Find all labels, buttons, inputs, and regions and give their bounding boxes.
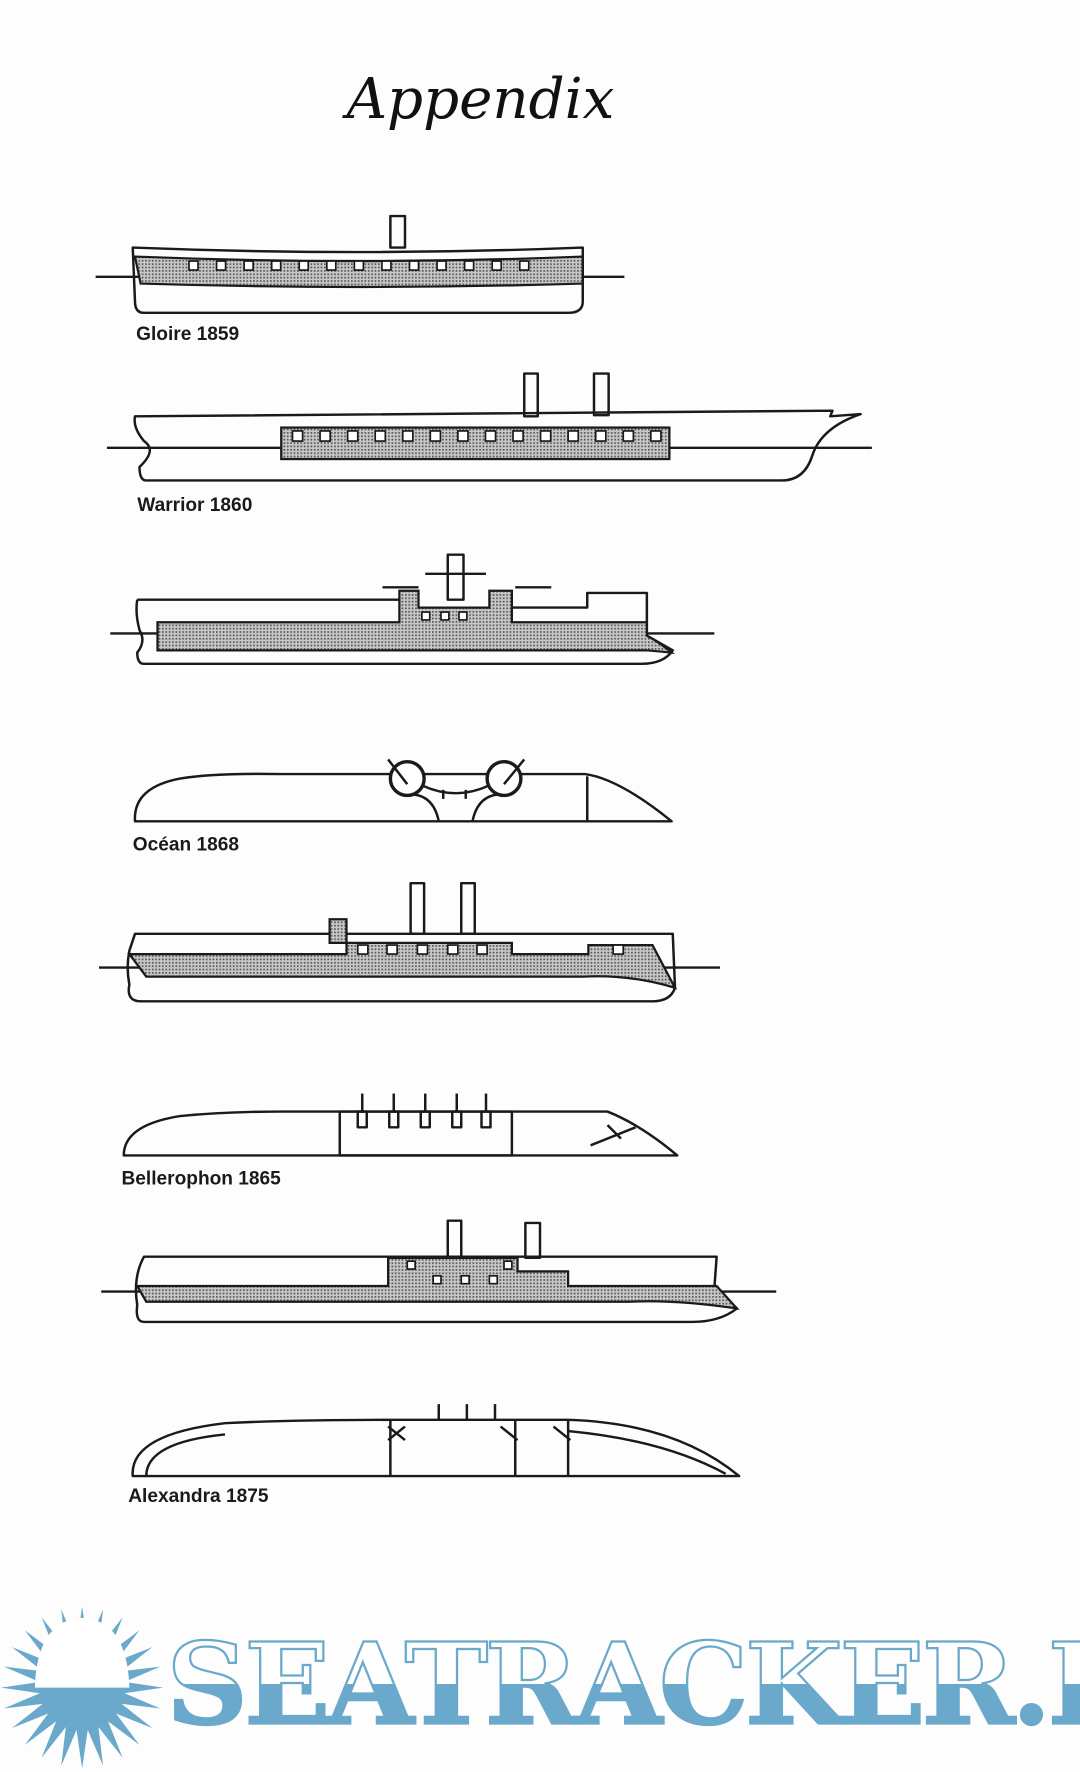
ship-bellerophon-drawing [122, 1093, 679, 1157]
gun-port [429, 430, 442, 442]
ship-broadside-ironclad-drawing [99, 881, 720, 1003]
gun-port [491, 260, 503, 271]
sun-disc [34, 1617, 130, 1688]
ship-label-bellerophon: Bellerophon 1865 [122, 1169, 282, 1190]
gun-port [215, 260, 227, 271]
gun-port [463, 260, 475, 271]
gun-port [325, 260, 337, 271]
gun-port [381, 260, 392, 271]
gun-port [512, 430, 524, 442]
gun-port [291, 430, 304, 442]
ship-label-alexandra: Alexandra 1875 [128, 1486, 269, 1507]
sun-icon [1, 1606, 164, 1769]
gun-port [298, 260, 310, 271]
gun-mount [480, 1110, 492, 1129]
gun-mount [419, 1110, 431, 1129]
gun-port [401, 430, 414, 442]
gun-port [612, 944, 625, 955]
gun-port [567, 430, 580, 442]
ship-label-warrior: Warrior 1860 [137, 495, 252, 516]
gun-mount [356, 1110, 368, 1129]
gun-port [476, 944, 488, 955]
gun-port [356, 944, 369, 955]
watermark-text: SEATRACKER.RU [167, 1618, 1080, 1751]
ship-label-ocean: Océan 1868 [133, 835, 240, 856]
gun-port [416, 944, 429, 955]
gun-port [188, 260, 199, 271]
gun-port [436, 260, 447, 271]
gun-port [319, 430, 332, 442]
gun-port [374, 430, 387, 442]
gun-port [346, 430, 359, 442]
gun-port [622, 430, 635, 442]
gun-port [594, 430, 607, 442]
gun-port [649, 430, 662, 442]
ship-warrior-drawing [106, 372, 872, 482]
ship-central-battery-ironclad-drawing [101, 1219, 777, 1324]
ship-central-battery-drawing [110, 553, 715, 666]
gun-port [539, 430, 552, 442]
gun-port [243, 260, 254, 271]
gun-port [484, 430, 497, 442]
page-title: Appendix [341, 67, 614, 132]
gun-port [408, 260, 420, 271]
gun-port [457, 430, 469, 442]
gun-port [270, 260, 282, 271]
ship-ocean-drawing [133, 758, 673, 823]
ship-alexandra-drawing [131, 1404, 741, 1478]
gun-port [518, 260, 530, 271]
gun-mount [388, 1110, 400, 1129]
ship-label-gloire: Gloire 1859 [136, 324, 239, 345]
ship-gloire-drawing [95, 214, 625, 315]
gun-port [446, 944, 459, 955]
gun-mount [451, 1110, 463, 1129]
gun-port [386, 944, 398, 955]
gun-port [353, 260, 365, 271]
watermark: SEATRACKER.RU [1, 1606, 1080, 1769]
